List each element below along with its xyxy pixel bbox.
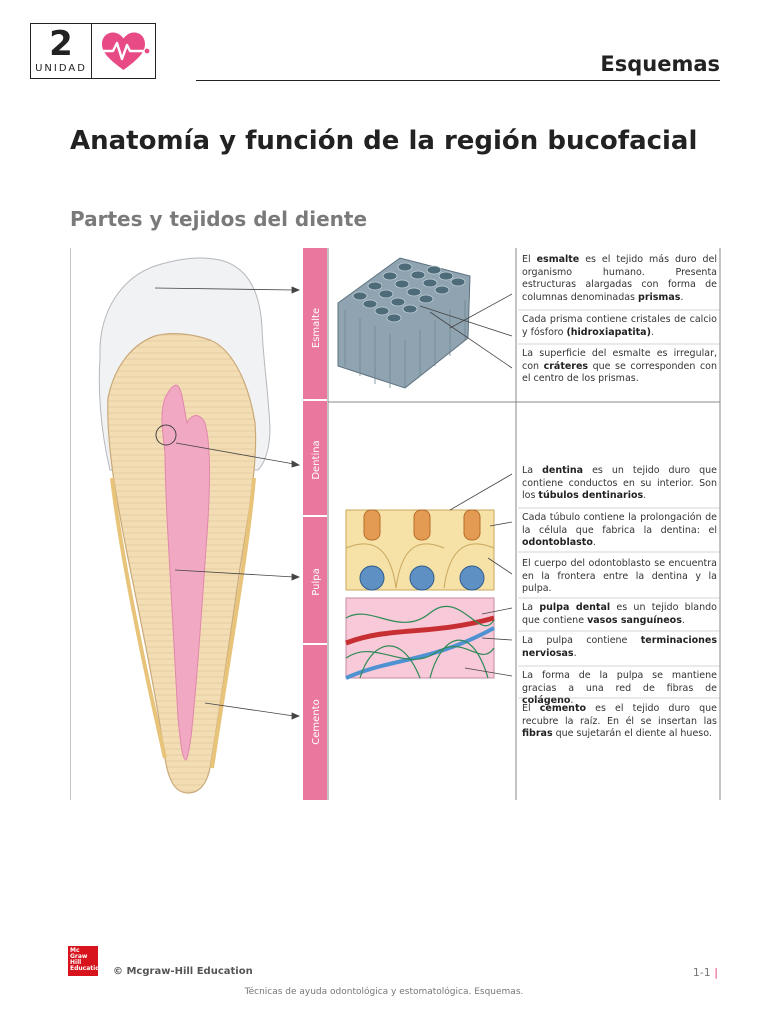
arrow-cemento: [204, 702, 295, 717]
unit-label: UNIDAD: [35, 63, 87, 74]
arrowhead-dentina: [291, 460, 301, 468]
cementum-right: [210, 477, 256, 769]
enamel-prisms-illustration: [337, 257, 471, 389]
note-pulpa-1: La pulpa dental es un tejido blando que …: [522, 602, 717, 626]
note-esmalte-1: El esmalte es el tejido más duro del org…: [522, 254, 717, 303]
arrow-esmalte: [154, 287, 295, 291]
arrowhead-esmalte: [291, 286, 301, 294]
publisher-logo: Mc Graw Hill Education: [68, 946, 104, 976]
arrow-prism-2: [419, 305, 513, 337]
note-dentina-1: La dentina es un tejido duro que contien…: [522, 465, 717, 501]
unit-badge: 2 UNIDAD: [30, 23, 92, 79]
heart-pulse-icon: [100, 32, 150, 70]
arrow-pulpa: [174, 569, 295, 578]
note-pulpa-3: La forma de la pulpa se mantiene gracias…: [522, 670, 717, 706]
note-pulpa-2: La pulpa contiene terminaciones nerviosa…: [522, 635, 717, 659]
tooth-illustration: Esmalte Dentina Pulpa Cemento: [70, 248, 721, 800]
page-number: 1-1 |: [692, 966, 718, 979]
header-rule: [196, 80, 720, 81]
page-title: Anatomía y función de la región bucofaci…: [70, 126, 698, 156]
band-label-esmalte: Esmalte: [311, 308, 322, 348]
odontoblast-illustration: [345, 509, 495, 680]
note-cemento-1: El cemento es el tejido duro que recubre…: [522, 703, 717, 739]
heart-icon-box: [92, 23, 156, 79]
arrow-cell-2: [489, 521, 513, 527]
tissue-band: [303, 248, 327, 800]
arrow-cell-6: [464, 667, 513, 677]
detail-circle: [155, 424, 177, 446]
arrow-cell-1: [449, 473, 513, 511]
arrow-cell-5: [481, 637, 513, 641]
page-subtitle: Partes y tejidos del diente: [70, 207, 368, 231]
arrowhead-pulpa: [291, 573, 301, 581]
arrowhead-cemento: [291, 712, 301, 720]
copyright-text: © Mcgraw-Hill Education: [113, 966, 253, 977]
unit-number: 2: [49, 24, 73, 64]
note-esmalte-3: La superficie del esmalte es irregular, …: [522, 348, 717, 384]
arrow-cell-4: [481, 607, 513, 615]
pulp-shape: [161, 384, 211, 761]
section-title: Esquemas: [600, 52, 720, 76]
arrow-dentina: [175, 442, 295, 465]
band-label-cemento: Cemento: [311, 699, 322, 744]
note-dentina-3: El cuerpo del odontoblasto se encuentra …: [522, 558, 717, 594]
note-dentina-2: Cada túbulo contiene la prolongación de …: [522, 512, 717, 548]
footer-caption: Técnicas de ayuda odontológica y estomat…: [244, 987, 524, 997]
note-esmalte-2: Cada prisma contiene cristales de calcio…: [522, 314, 717, 338]
band-label-pulpa: Pulpa: [311, 568, 322, 595]
arrow-cell-3: [487, 557, 513, 575]
band-label-dentina: Dentina: [311, 440, 322, 479]
arrow-prism-1: [449, 293, 513, 329]
arrow-prism-3: [429, 311, 513, 369]
tooth-diagram: Esmalte Dentina Pulpa Cemento: [70, 248, 721, 800]
cementum-left: [110, 477, 167, 759]
